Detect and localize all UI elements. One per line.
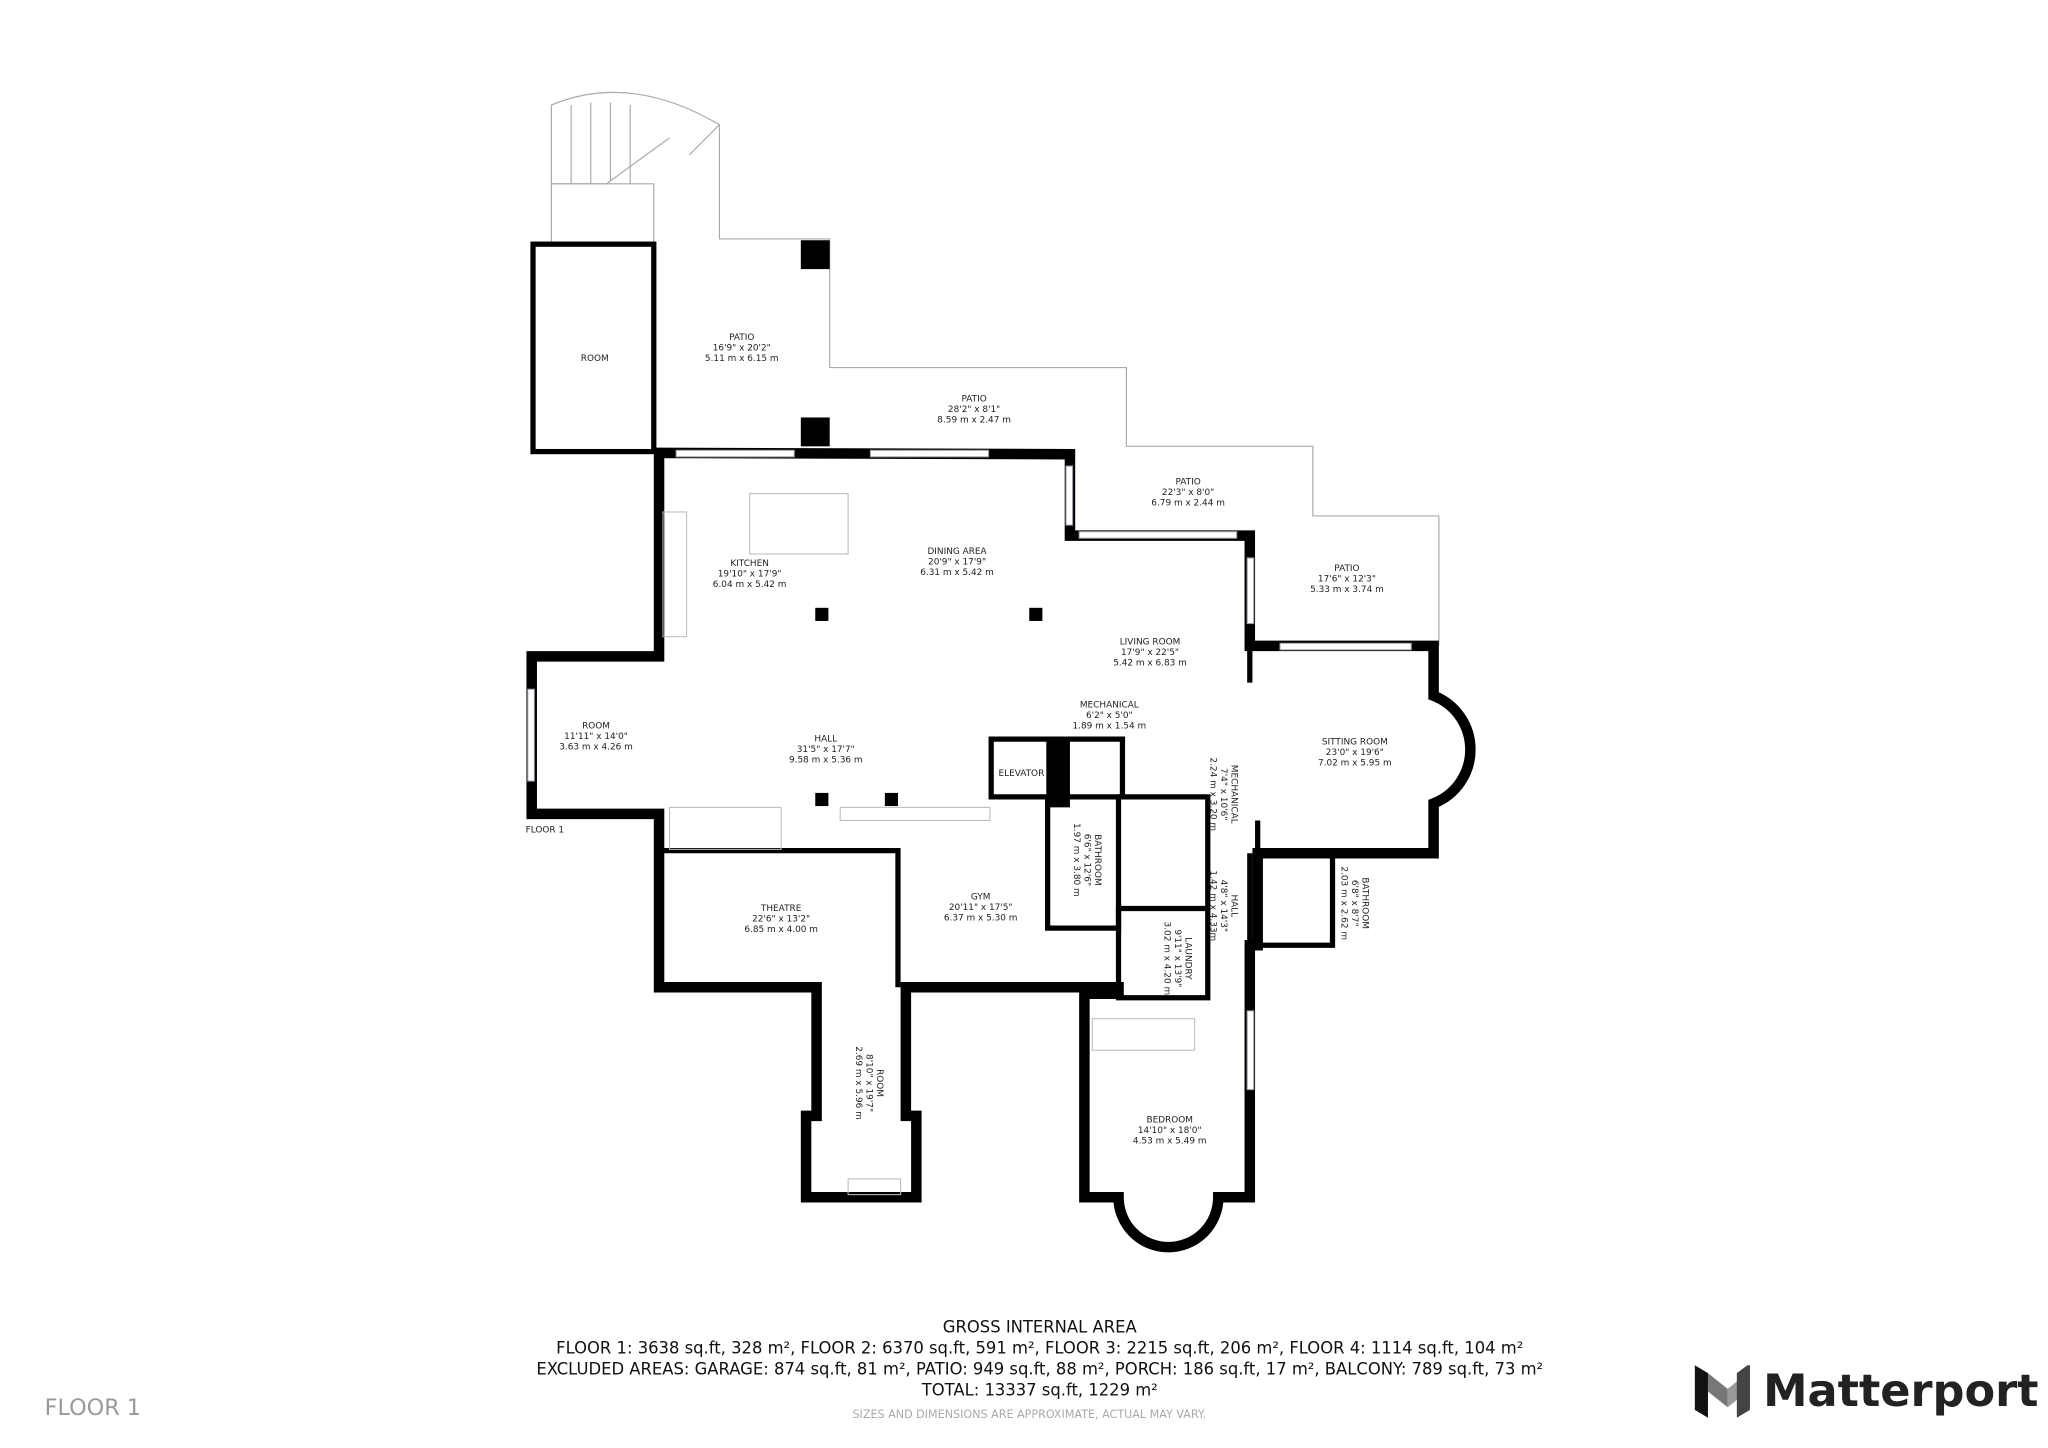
- room-label: BATHROOM6'6" x 12'6"1.97 m x 3.80 m: [1071, 823, 1102, 897]
- windows: [527, 449, 1412, 1091]
- floor-tag: FLOOR 1: [526, 825, 564, 835]
- brand-name: Matterport: [1763, 1365, 2038, 1417]
- room-label: LAUNDRY9'11" x 13'9"3.02 m x 4.20 m: [1161, 922, 1192, 996]
- floor-label: FLOOR 1: [45, 1395, 141, 1421]
- area-excluded: EXCLUDED AREAS: GARAGE: 874 sq.ft, 81 m²…: [536, 1359, 1543, 1378]
- area-floors: FLOOR 1: 3638 sq.ft, 328 m², FLOOR 2: 63…: [556, 1338, 1523, 1357]
- exterior-outlines: [550, 91, 1440, 646]
- room-label: ROOM: [581, 354, 609, 364]
- room-label: ELEVATOR: [998, 769, 1044, 779]
- area-summary: GROSS INTERNAL AREA FLOOR 1: 3638 sq.ft,…: [536, 1317, 1543, 1420]
- area-title: GROSS INTERNAL AREA: [943, 1317, 1138, 1336]
- fixtures: [662, 493, 1196, 1196]
- disclaimer: SIZES AND DIMENSIONS ARE APPROXIMATE, AC…: [852, 1408, 1206, 1421]
- room-label: ROOM8'10" x 19'7"2.69 m x 5.96 m: [853, 1046, 884, 1120]
- room-label: BATHROOM6'8" x 8'7"2.03 m x 2.62 m: [1339, 866, 1370, 940]
- room-label: MECHANICAL7'4" x 10'6"2.24 m x 3.20 m: [1207, 757, 1238, 831]
- columns: [800, 240, 1043, 807]
- area-total: TOTAL: 13337 sq.ft, 1229 m²: [921, 1380, 1158, 1399]
- room-label: HALL4'8" x 14'3"1.42 m x 4.33m: [1207, 870, 1238, 941]
- walls: [526, 241, 1476, 1253]
- matterport-logo-icon: [1694, 1365, 1750, 1418]
